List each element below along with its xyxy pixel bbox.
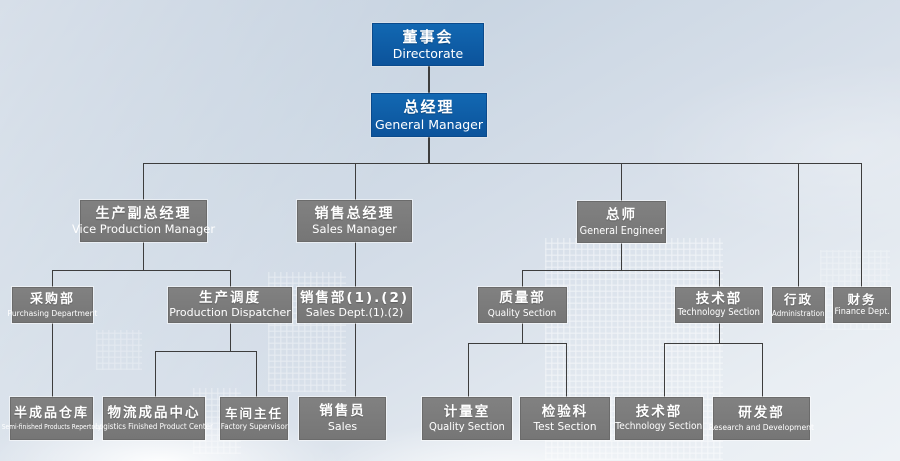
node-label-zh: 销售员 (319, 403, 366, 420)
connector-line (621, 243, 622, 270)
connector-line (52, 323, 53, 397)
node-label-en: Logistics Finished Product Center (95, 421, 213, 431)
node-label-en: General Engineer (579, 224, 664, 237)
connector-line (762, 343, 763, 397)
connector-line (143, 163, 144, 200)
connector-line (719, 270, 720, 287)
node-label-en: Quality Section (488, 308, 557, 320)
node-label-zh: 技术部 (695, 290, 743, 307)
node-label-zh: 检验科 (541, 403, 589, 420)
connector-line (155, 351, 156, 397)
node-label-en: Sales Dept.(1).(2) (305, 306, 404, 320)
node-label-en: Test Section (533, 421, 597, 434)
connector-line (355, 242, 356, 287)
connector-line (861, 163, 862, 287)
node-label-zh: 生产调度 (199, 289, 261, 306)
connector-line (798, 163, 799, 287)
connector-line (355, 163, 356, 200)
node-label-en: Semi-finished Products Repertory (1, 422, 102, 431)
node-label-en: Production Dispatcher (169, 306, 291, 320)
connector-line (256, 351, 257, 397)
connector-line (522, 323, 523, 343)
connector-line (143, 163, 861, 164)
connector-line (522, 270, 719, 271)
node-label-zh: 总师 (606, 207, 637, 224)
node-label-en: Technology Section (677, 307, 761, 319)
node-label-zh: 采购部 (29, 291, 75, 307)
node-label-zh: 计量室 (443, 403, 491, 420)
node-label-en: Quality Section (429, 421, 505, 434)
connector-line (155, 351, 256, 352)
node-label-en: Administration (772, 308, 825, 318)
node-label-zh: 物流成品中心 (107, 405, 201, 422)
node-label-en: Vice Production Manager (71, 222, 216, 237)
org-node-sales-dept: 销售部(1).(2)Sales Dept.(1).(2) (297, 287, 412, 323)
node-label-zh: 生产副总经理 (95, 206, 192, 223)
connector-line (664, 343, 762, 344)
connector-line (230, 323, 231, 351)
connector-line (522, 270, 523, 287)
connector-line (428, 66, 430, 93)
node-label-en: General Manager (374, 116, 484, 132)
node-label-zh: 销售部(1).(2) (299, 289, 410, 306)
node-label-zh: 销售总经理 (314, 206, 395, 223)
connector-line (355, 323, 356, 397)
node-label-zh: 研发部 (738, 405, 785, 422)
connector-line (52, 270, 53, 287)
node-label-zh: 总经理 (403, 98, 455, 117)
node-label-en: Research and Development (708, 422, 815, 432)
node-label-en: Finance Dept. (834, 307, 890, 318)
node-label-zh: 车间主任 (224, 405, 283, 421)
node-label-en: Sales (327, 419, 358, 433)
connector-line (621, 163, 622, 201)
node-label-zh: 技术部 (635, 404, 683, 421)
node-label-en: Directorate (392, 46, 464, 62)
node-label-zh: 财务 (847, 291, 877, 307)
connector-line (468, 343, 566, 344)
node-label-zh: 质量部 (499, 290, 546, 307)
connector-line (566, 343, 567, 397)
connector-line (468, 343, 469, 397)
connector-line (143, 242, 144, 270)
connector-line (230, 270, 231, 287)
connector-line (719, 323, 720, 343)
connector-line (52, 270, 230, 271)
node-label-zh: 半成品仓库 (13, 406, 89, 422)
node-label-zh: 董事会 (402, 27, 454, 46)
node-label-en: Sales Manager (312, 222, 397, 237)
node-label-en: Technology Section (615, 420, 703, 432)
connector-line (428, 137, 430, 163)
connector-line (664, 343, 665, 397)
node-label-en: Factory Supervisor (220, 422, 288, 432)
node-label-en: Purchasing Department (7, 308, 98, 318)
node-label-zh: 行政 (783, 292, 813, 308)
